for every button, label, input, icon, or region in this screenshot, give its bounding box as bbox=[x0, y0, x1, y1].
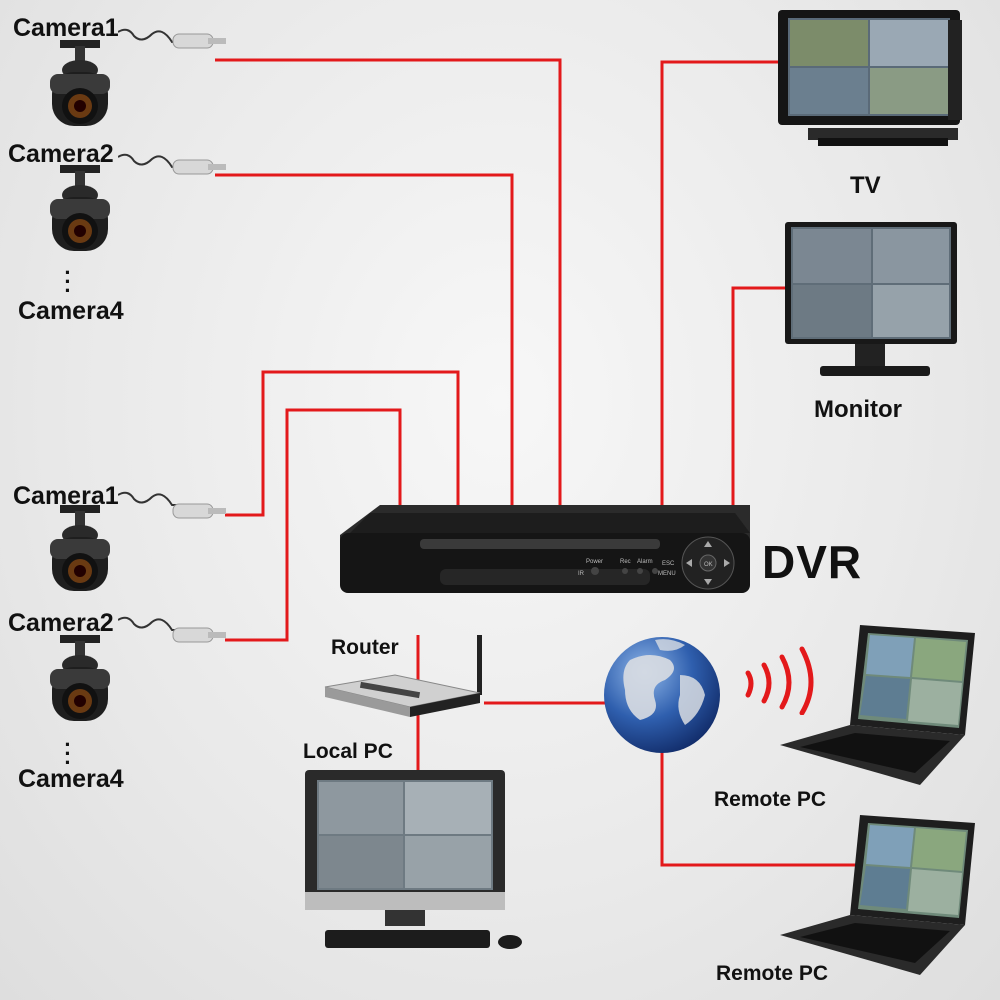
svg-text:MENU: MENU bbox=[658, 571, 676, 577]
camera-icon bbox=[50, 165, 110, 251]
camera-top-4-label: Camera4 bbox=[18, 297, 124, 325]
wire-cam-top-2 bbox=[215, 173, 514, 505]
ellipsis-dots: ··· bbox=[64, 732, 72, 775]
cable-connector-icon bbox=[118, 491, 226, 643]
tv-label: TV bbox=[850, 172, 881, 199]
ellipsis-dots: ··· bbox=[64, 260, 72, 303]
camera-bot-4-label: Camera4 bbox=[18, 765, 124, 793]
camera-bot-1-label: Camera1 bbox=[13, 482, 119, 510]
local-pc-label: Local PC bbox=[303, 740, 393, 763]
cable-connector-icon bbox=[118, 28, 226, 175]
monitor-label: Monitor bbox=[814, 396, 902, 423]
svg-text:IR: IR bbox=[578, 571, 585, 577]
camera-icon bbox=[50, 40, 110, 126]
remote-pc-2-label: Remote PC bbox=[716, 962, 829, 985]
wifi-signal-icon bbox=[745, 646, 814, 715]
router-icon bbox=[324, 635, 482, 717]
tv-icon bbox=[778, 10, 962, 146]
camera-top-2-label: Camera2 bbox=[8, 140, 114, 168]
laptop-icon bbox=[780, 815, 975, 975]
camera-icon bbox=[50, 505, 110, 591]
camera-icon bbox=[50, 635, 110, 721]
globe-icon bbox=[604, 637, 720, 753]
desktop-pc-icon bbox=[305, 770, 522, 949]
svg-text:ESC: ESC bbox=[662, 561, 675, 567]
wire-cam-bot-2 bbox=[225, 408, 402, 642]
wire-tv bbox=[660, 60, 780, 505]
svg-text:Rec: Rec bbox=[620, 559, 631, 565]
camera-top-1-label: Camera1 bbox=[13, 14, 119, 42]
remote-pc-1-label: Remote PC bbox=[714, 788, 827, 811]
laptop-icon bbox=[780, 625, 975, 785]
wire-cam-bot-1 bbox=[225, 370, 460, 517]
camera-bot-2-label: Camera2 bbox=[8, 609, 114, 637]
dvr-label: DVR bbox=[762, 536, 863, 588]
monitor-icon bbox=[785, 222, 957, 376]
svg-text:Power: Power bbox=[586, 559, 603, 565]
router-label: Router bbox=[331, 636, 399, 659]
wire-cam-top-1 bbox=[215, 58, 562, 505]
wire-monitor bbox=[731, 286, 790, 505]
wire-globe-remote bbox=[660, 752, 857, 867]
svg-text:Alarm: Alarm bbox=[637, 559, 653, 565]
svg-text:OK: OK bbox=[704, 562, 713, 568]
dvr-icon: Power Rec Alarm ESC MENU OK IR bbox=[340, 505, 750, 593]
